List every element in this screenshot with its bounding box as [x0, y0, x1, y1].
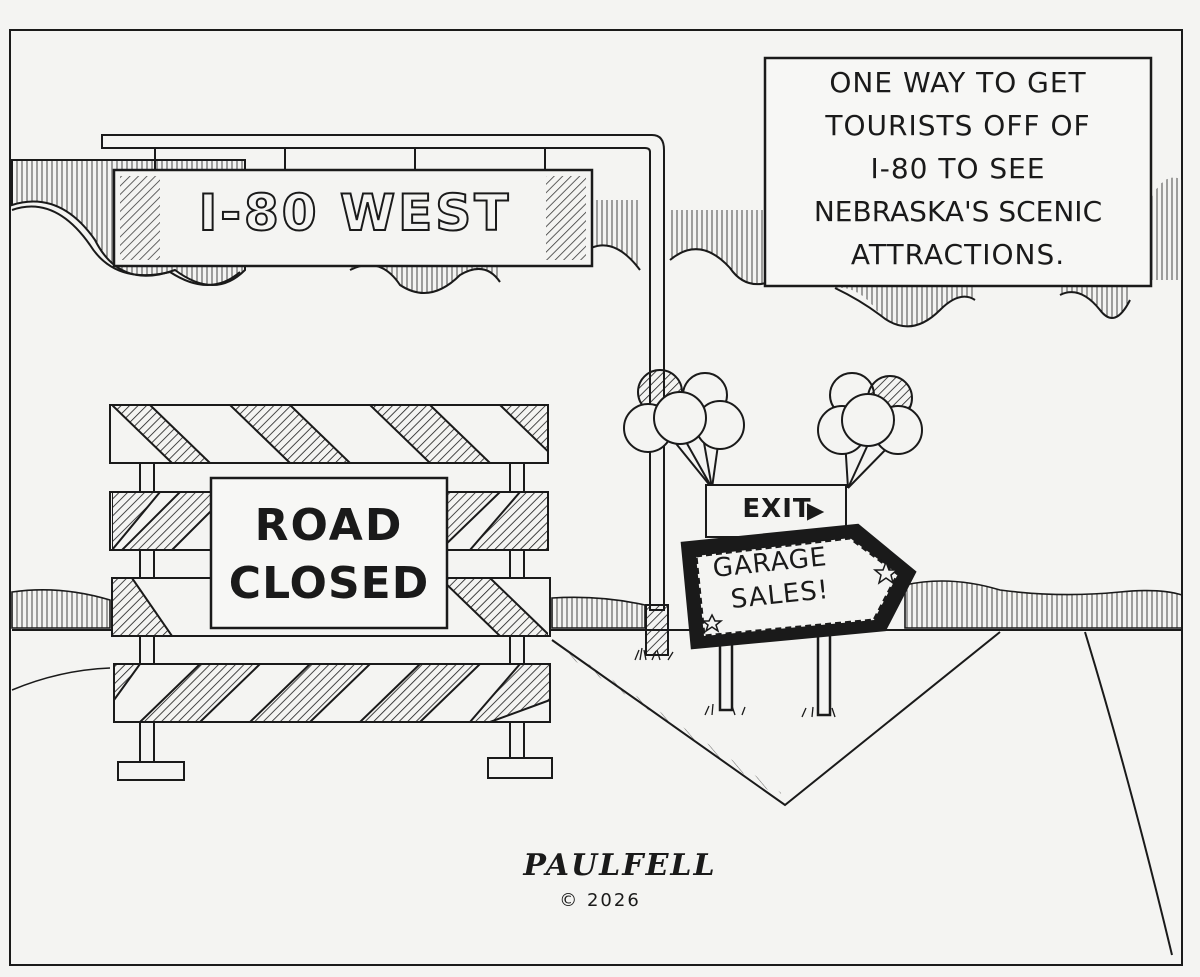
- balloon-cluster-icon: [817, 372, 923, 489]
- caption-line-4: NEBRASKA'S SCENIC: [813, 195, 1103, 228]
- caption-line-2: TOURISTS OFF OF: [825, 109, 1091, 142]
- exit-arrow-icon: [807, 503, 825, 521]
- highway-sign-text: I-80 WEST: [198, 183, 512, 243]
- copyright-notice: © 2026: [559, 890, 641, 911]
- sign-gantry: [101, 134, 669, 656]
- road-closed-line-2: CLOSED: [228, 558, 430, 609]
- balloon-cluster-icon: [623, 369, 745, 489]
- caption-line-1: ONE WAY TO GET: [829, 66, 1087, 99]
- landscape: [11, 580, 1183, 956]
- exit-sign: [705, 484, 847, 538]
- caption-line-5: ATTRACTIONS.: [850, 238, 1066, 271]
- road-closed-line-1: ROAD: [254, 500, 404, 551]
- highway-sign: [112, 168, 594, 268]
- caption-line-3: I-80 TO SEE: [870, 152, 1046, 185]
- exit-sign-text: EXIT: [742, 494, 812, 524]
- road-barricade: [109, 404, 553, 781]
- grass-tufts: [634, 647, 836, 718]
- caption-sign: [763, 56, 1153, 288]
- garage-sales-sign: [680, 523, 917, 717]
- artist-signature: PAULFELL: [523, 848, 717, 883]
- star-icon: [872, 559, 900, 585]
- panel-frame: [9, 29, 1183, 966]
- star-icon: [700, 613, 724, 633]
